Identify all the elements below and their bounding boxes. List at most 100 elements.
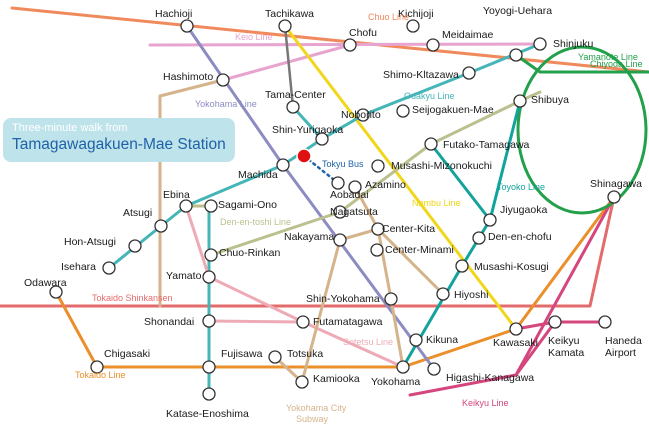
station-dot-tamacenter[interactable] <box>286 100 300 114</box>
station-label-line: Airport <box>605 347 636 359</box>
station-dot-futamatagawa[interactable] <box>296 315 310 329</box>
station-dot-futakotamagawa[interactable] <box>424 137 438 151</box>
station-label-denenchofu: Den-en-chofu <box>488 231 552 243</box>
station-dot-shinagawa[interactable] <box>607 190 621 204</box>
station-dot-highlight[interactable] <box>296 148 312 164</box>
station-label-line: Tama-Center <box>265 89 326 101</box>
station-dot-yamato[interactable] <box>202 270 216 284</box>
station-dot-chigasaki[interactable] <box>90 360 104 374</box>
station-dot-odawara[interactable] <box>49 285 63 299</box>
station-label-line: Hashimoto <box>163 71 213 83</box>
station-dot-shinjuku[interactable] <box>533 37 547 51</box>
line-label-nambu: Nambu Line <box>412 198 461 208</box>
station-dot-keikyukamata[interactable] <box>548 315 562 329</box>
station-label-line: Kamata <box>548 347 584 359</box>
station-label-line: Chigasaki <box>104 348 150 360</box>
station-label-line: Chuo-Rinkan <box>219 247 280 259</box>
station-label-yamato: Yamato <box>166 270 202 282</box>
station-dot-machida[interactable] <box>276 158 290 172</box>
line-label-line: Tokaido Line <box>75 370 126 380</box>
station-dot-fujisawa[interactable] <box>202 360 216 374</box>
station-dot-honatsugi[interactable] <box>128 239 142 253</box>
station-dot-hanedaairport[interactable] <box>598 315 612 329</box>
line-label-odakyu: Odakyu Line <box>404 91 455 101</box>
station-dot-centerkita[interactable] <box>371 222 385 236</box>
line-label-line: Yokohama Line <box>195 99 257 109</box>
station-dot-meidaimae[interactable] <box>426 38 440 52</box>
station-dot-shonandai[interactable] <box>202 314 216 328</box>
station-label-line: Machida <box>238 169 278 181</box>
station-dot-hashimoto[interactable] <box>216 73 230 87</box>
station-label-line: Hon-Atsugi <box>64 236 116 248</box>
station-label-line: Shibuya <box>531 94 569 106</box>
station-label-line: Fujisawa <box>221 348 263 360</box>
station-dot-sagamiono[interactable] <box>204 199 218 213</box>
station-label-line: Shonandai <box>144 316 194 328</box>
station-dot-isehara[interactable] <box>102 261 116 275</box>
line-label-line: Keikyu Line <box>462 398 509 408</box>
odakyu-tama-track <box>291 105 324 141</box>
station-label-chigasaki: Chigasaki <box>104 348 150 360</box>
station-dot-tachikawa[interactable] <box>278 19 292 33</box>
station-dot-ebina[interactable] <box>179 199 193 213</box>
station-layer <box>49 19 621 401</box>
station-dot-totsuka[interactable] <box>268 350 282 364</box>
station-dot-shinyurigaoka[interactable] <box>315 132 329 146</box>
station-dot-yokohama[interactable] <box>396 360 410 374</box>
station-label-line: Center-Kita <box>382 223 435 235</box>
station-dot-shinyokohama[interactable] <box>384 292 398 306</box>
line-label-line: Toyoko Line <box>497 182 545 192</box>
line-label-yokohama: Yokohama Line <box>195 99 257 109</box>
station-dot-higashikanagawa[interactable] <box>427 362 441 376</box>
station-label-line: Higashi-Kanagawa <box>446 372 534 384</box>
station-dot-chuorinkan[interactable] <box>204 248 218 262</box>
line-label-chiyoda: Chiyoda Line <box>590 59 643 69</box>
station-dot-musashikosugi[interactable] <box>455 259 469 273</box>
station-dot-chofu[interactable] <box>343 38 357 52</box>
station-label-yokohama: Yokohama <box>371 376 420 388</box>
oimachi-line-track <box>429 142 492 222</box>
station-dot-denenchofu[interactable] <box>472 231 486 245</box>
station-dot-centerminami[interactable] <box>370 243 384 257</box>
station-dot-seijogakuen[interactable] <box>396 104 410 118</box>
station-label-shinjuku: Shinjuku <box>553 38 593 50</box>
station-dot-noborito[interactable] <box>356 108 370 122</box>
station-label-hashimoto: Hashimoto <box>163 71 213 83</box>
station-label-aobadai: Aobadai <box>330 189 369 201</box>
station-label-line: Kichijoji <box>398 8 434 20</box>
line-label-chuo: Chuo Line <box>368 12 409 22</box>
station-dot-atsugi[interactable] <box>154 219 168 233</box>
station-dot-nagatsuta[interactable] <box>333 205 347 219</box>
station-label-meidaimae: Meidaimae <box>442 29 494 41</box>
station-dot-aobadai[interactable] <box>331 176 345 190</box>
station-label-futamatagawa: Futamatagawa <box>313 316 383 328</box>
station-dot-azamino[interactable] <box>348 180 362 194</box>
monorail-track <box>283 24 295 109</box>
station-dot-shimokitazawa[interactable] <box>462 66 476 80</box>
station-dot-jiyugaoka[interactable] <box>483 213 497 227</box>
station-dot-hachioji[interactable] <box>180 19 194 33</box>
station-dot-musashimizonokuchi[interactable] <box>371 159 385 173</box>
station-label-sagamiono: Sagami-Ono <box>218 199 277 211</box>
station-label-line: Tachikawa <box>265 8 314 20</box>
station-label-nakayama: Nakayama <box>284 231 334 243</box>
line-label-line: Chuo Line <box>368 12 409 22</box>
station-label-yoyogiuehara: Yoyogi-Uehara <box>483 5 552 17</box>
station-dot-nakayama[interactable] <box>333 233 347 247</box>
station-dot-hiyoshi[interactable] <box>436 287 450 301</box>
station-label-fujisawa: Fujisawa <box>221 348 263 360</box>
station-dot-kichijoji[interactable] <box>406 19 420 33</box>
station-dot-shibuya[interactable] <box>513 94 527 108</box>
line-label-yamanote: Yamanote Line <box>578 52 638 62</box>
station-dot-kawasaki[interactable] <box>509 322 523 336</box>
station-dot-yoyogiuehara[interactable] <box>509 48 523 62</box>
station-label-line: Shinagawa <box>590 178 642 190</box>
station-label-line: Center-Minami <box>385 244 454 256</box>
station-label-line: Aobadai <box>330 189 369 201</box>
station-dot-katase[interactable] <box>202 387 216 401</box>
line-label-line: Tokaido Shinkansen <box>92 293 173 303</box>
station-label-line: Atsugi <box>123 207 152 219</box>
station-label-higashikanagawa: Higashi-Kanagawa <box>446 372 534 384</box>
station-dot-kikuna[interactable] <box>409 333 423 347</box>
station-dot-kamiooka[interactable] <box>295 375 309 389</box>
